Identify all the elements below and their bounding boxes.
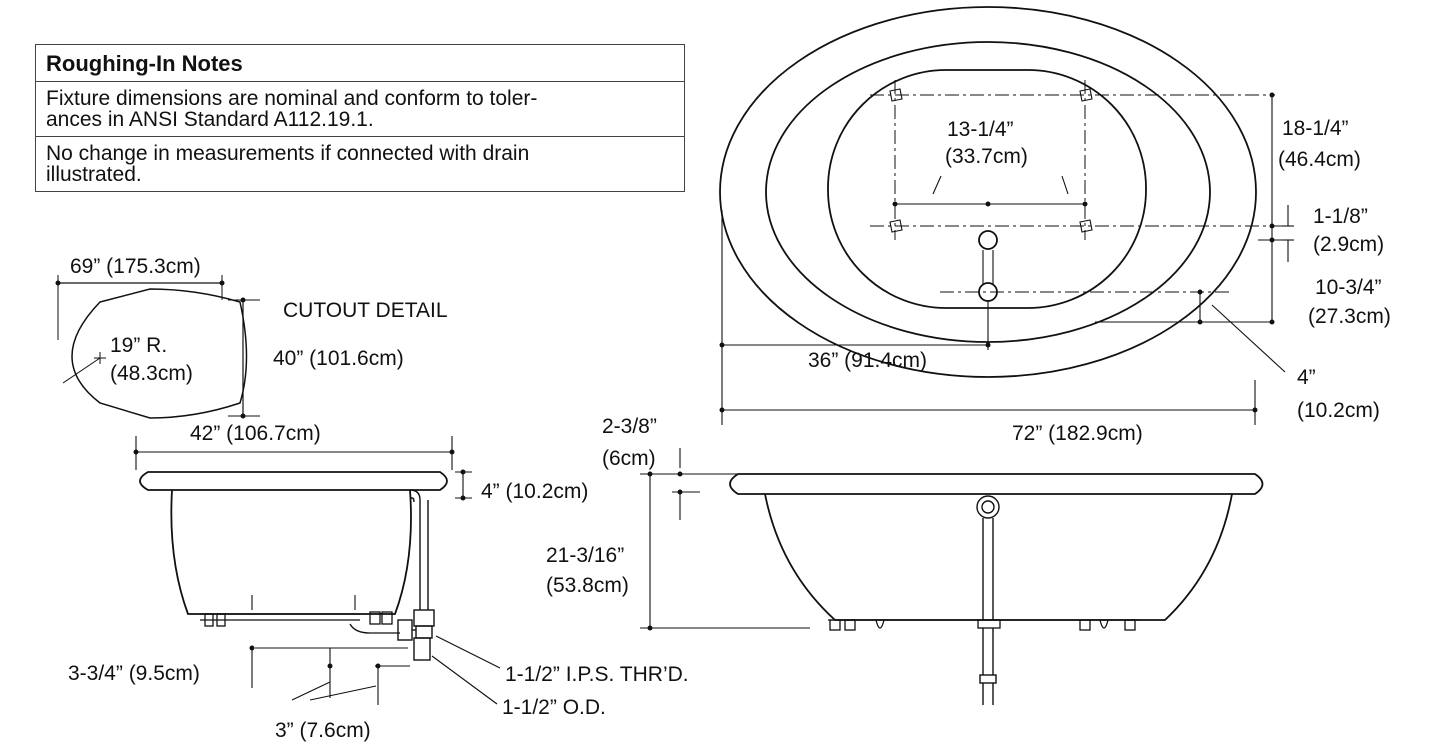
side-view-shell [764, 493, 1233, 621]
rim-depth-cm-label: (46.4cm) [1278, 148, 1361, 171]
drain-to-edge-cm-label: (27.3cm) [1308, 305, 1391, 328]
cutout-title: CUTOUT DETAIL [283, 299, 448, 322]
notes-line-3: No change in measurements if connected w… [46, 142, 530, 165]
cutout-dots [55, 280, 246, 419]
roughing-in-notes-box: Roughing-In Notes Fixture dimensions are… [35, 44, 685, 192]
drain-to-edge-label: 10-3/4” [1315, 276, 1382, 299]
tub-basin [827, 69, 1147, 309]
end-view-dimension-lines [135, 436, 501, 705]
drain-offset-label: 4” [1297, 366, 1316, 389]
side-view-dimension-lines [640, 448, 810, 629]
center-dimension-label: 36” (91.4cm) [808, 349, 927, 372]
tub-height-cm-label: (53.8cm) [546, 574, 629, 597]
cutout-detail [57, 275, 260, 419]
floor-clearance-label: 3-3/4” (9.5cm) [68, 662, 200, 685]
end-view-rim [139, 471, 448, 491]
end-view-drain-pipe [397, 489, 435, 661]
drain-spacing-label: 13-1/4” [947, 118, 1014, 141]
notes-line-2: ances in ANSI Standard A112.19.1. [46, 108, 374, 131]
end-view-base [200, 611, 400, 634]
rim-depth-label: 18-1/4” [1282, 117, 1349, 140]
side-view-dots [647, 471, 683, 631]
cutout-radius-cm-label: (48.3cm) [110, 362, 193, 385]
thread-size-label: 1-1/2” I.P.S. THR’D. [505, 663, 689, 686]
side-view-drain-pipe [976, 495, 1000, 705]
top-dimension-lines [721, 95, 1294, 425]
tub-height-label: 21-3/16” [546, 544, 624, 567]
drain-offset-end-label: 3” (7.6cm) [275, 719, 371, 742]
outside-diameter-label: 1-1/2” O.D. [502, 696, 606, 719]
rim-height-label: 4” (10.2cm) [481, 480, 588, 503]
lip-height-label: 2-3/8” [602, 415, 657, 438]
side-view-base [828, 619, 1140, 631]
end-view-dots [133, 449, 466, 669]
notes-line-1: Fixture dimensions are nominal and confo… [46, 87, 538, 110]
notes-title: Roughing-In Notes [36, 45, 684, 82]
top-view-dots [719, 92, 1275, 413]
end-view-shell [170, 489, 412, 615]
cutout-width-label: 40” (101.6cm) [273, 347, 404, 370]
mounting-clips [889, 88, 1093, 233]
side-view [640, 448, 1264, 705]
notes-drain-note: No change in measurements if connected w… [36, 136, 684, 191]
side-view-rim [729, 473, 1264, 495]
end-width-label: 42” (106.7cm) [190, 422, 321, 445]
top-view [719, 6, 1294, 425]
overflow-fitting [978, 230, 998, 250]
cutout-radius-label: 19” R. [110, 334, 167, 357]
overflow-offset-label: 1-1/8” [1313, 205, 1368, 228]
tub-inner-rim [765, 41, 1211, 343]
end-view [135, 436, 501, 705]
centerlines [870, 80, 1290, 293]
tub-outer-rim [719, 6, 1257, 378]
notes-line-4: illustrated. [46, 163, 142, 186]
cutout-length-label: 69” (175.3cm) [70, 255, 201, 278]
lip-height-cm-label: (6cm) [602, 447, 656, 470]
drain-spacing-cm-label: (33.7cm) [945, 145, 1028, 168]
overall-length-label: 72” (182.9cm) [1012, 422, 1143, 445]
overflow-offset-cm-label: (2.9cm) [1313, 233, 1384, 256]
cutout-outline [71, 288, 248, 419]
notes-tolerance-note: Fixture dimensions are nominal and confo… [36, 82, 684, 136]
drain-offset-cm-label: (10.2cm) [1297, 399, 1380, 422]
